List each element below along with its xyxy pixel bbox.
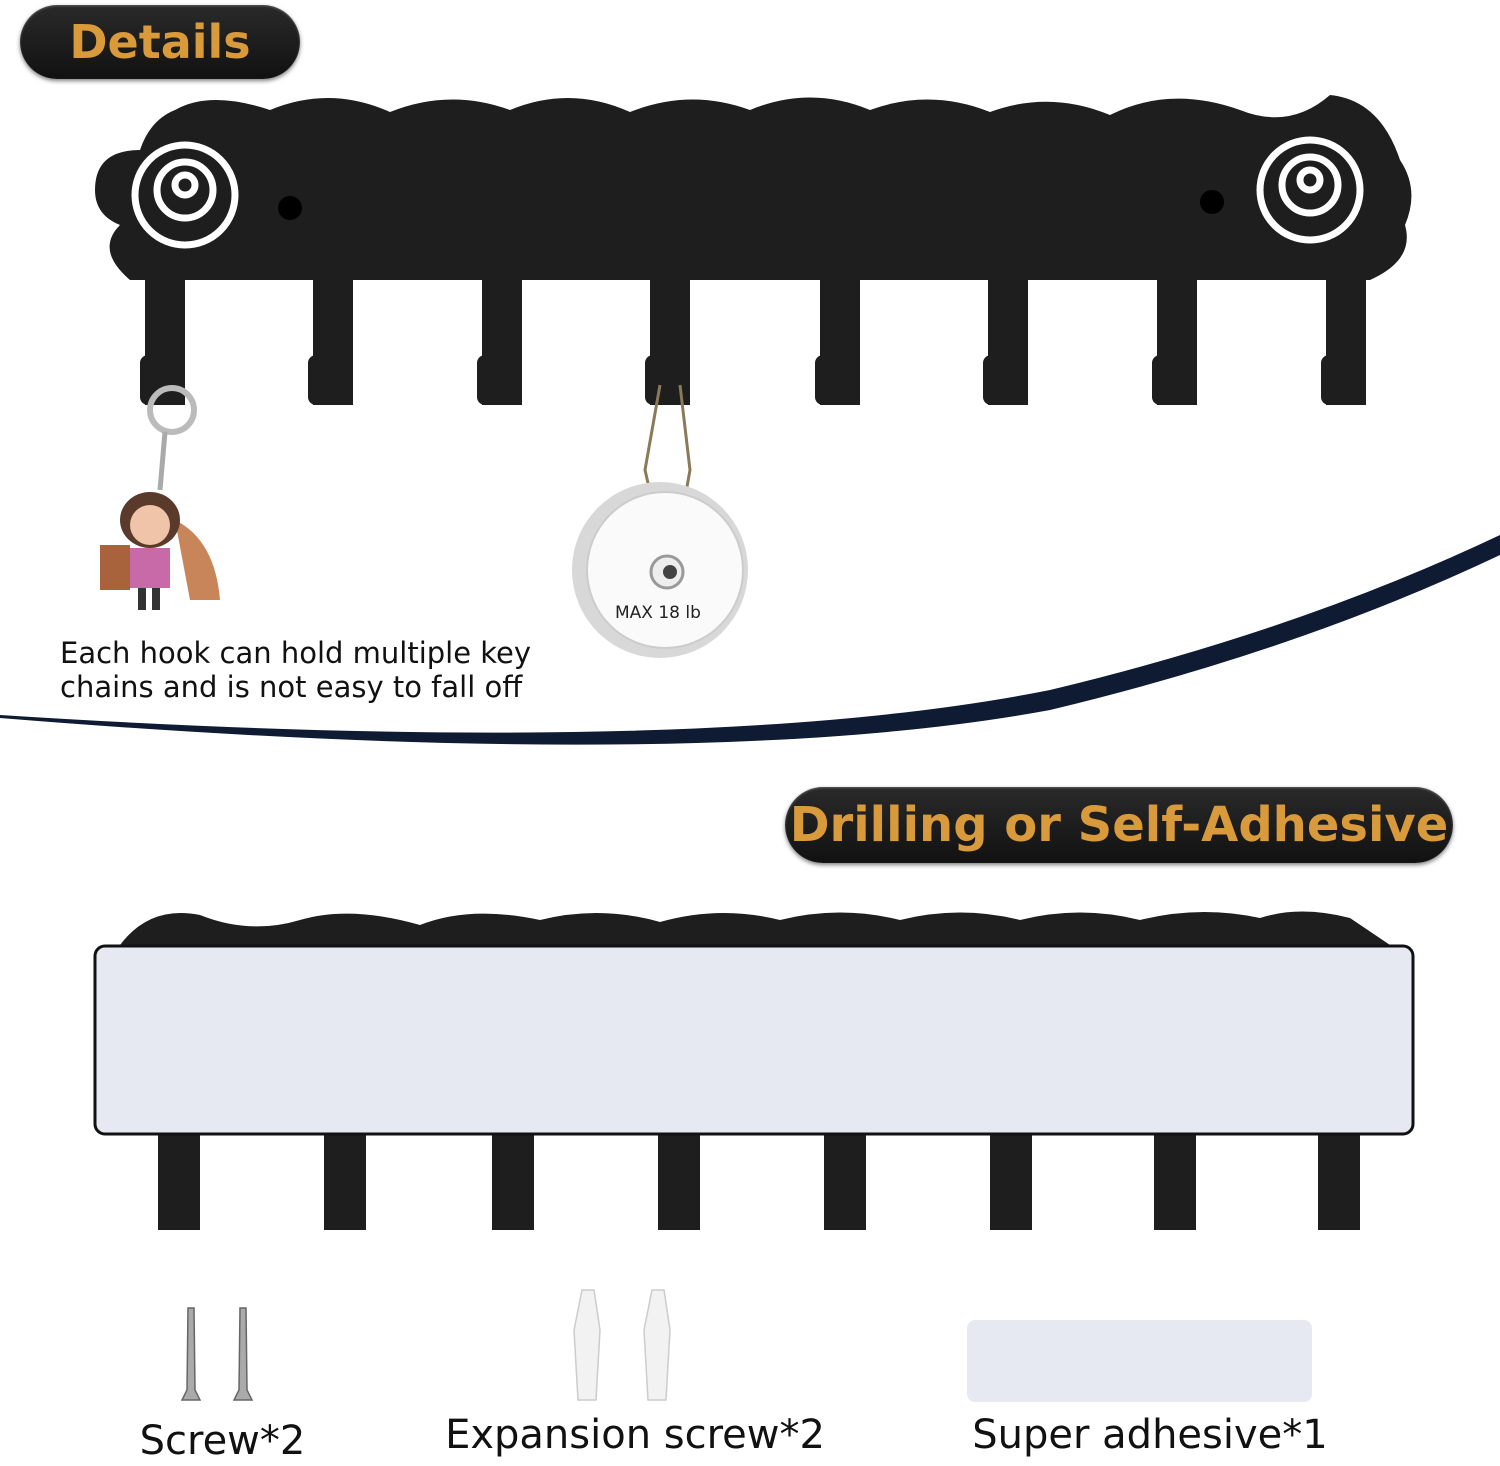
rose-icon (131, 136, 1364, 249)
adhesive-panel (93, 944, 1415, 1136)
mount-label: Drilling or Self-Adhesive (789, 797, 1449, 853)
mount-badge: Drilling or Self-Adhesive (785, 787, 1453, 863)
wall-anchor-icon (573, 1289, 671, 1401)
screw-icon (180, 1307, 254, 1401)
accessory-label-screw: Screw*2 (139, 1418, 306, 1464)
accessory-label-adhesive: Super adhesive*1 (972, 1412, 1328, 1458)
accessory-label-expansion-screw: Expansion screw*2 (445, 1412, 825, 1458)
divider-swoosh (0, 535, 1500, 745)
key-rack-back (120, 911, 1390, 1230)
weight-label: MAX 18 lb (615, 603, 701, 623)
hook-callout-line1: Each hook can hold multiple key (60, 636, 532, 670)
details-badge: Details (20, 5, 300, 79)
weight-tag-icon (572, 384, 748, 658)
hook-callout: Each hook can hold multiple key chains a… (60, 636, 531, 704)
screw-head-icon (278, 190, 1224, 220)
key-rack-front (95, 95, 1412, 405)
adhesive-strip-icon (967, 1320, 1312, 1402)
details-label: Details (69, 15, 251, 69)
keychain-figure-icon (100, 385, 220, 610)
hook-callout-line2: chains and is not easy to fall off (60, 670, 523, 704)
